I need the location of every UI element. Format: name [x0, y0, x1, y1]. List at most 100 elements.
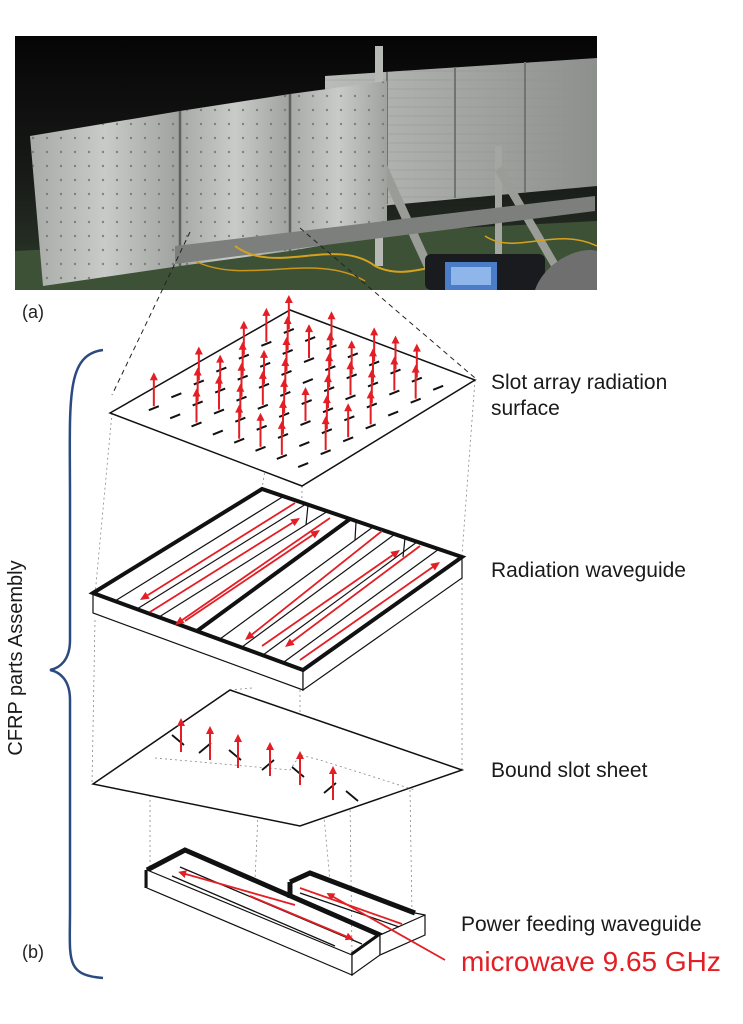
radiation-slots: [148, 328, 444, 468]
bound-slot-arrows: [177, 718, 337, 800]
radiation-waveguide: [88, 486, 467, 692]
slot: [148, 405, 160, 412]
slot: [283, 328, 295, 334]
radiation-arrow: [194, 346, 203, 381]
bound-slot-arrow: [296, 751, 304, 785]
panel-label-b: (b): [22, 942, 44, 962]
slot: [367, 381, 379, 388]
slot: [411, 376, 423, 383]
radiation-arrow: [301, 387, 310, 422]
power-feeding-waveguide-label: Power feeding waveguide: [461, 913, 702, 936]
waveguide-flow-arrow: [184, 530, 320, 622]
slot: [256, 424, 268, 431]
slot: [303, 357, 315, 364]
slot: [255, 445, 266, 452]
zoom-lines: [111, 227, 476, 396]
slot: [321, 428, 333, 435]
slot: [259, 361, 271, 368]
radiation-arrow: [239, 320, 248, 355]
bound-slot-arrow: [329, 766, 337, 800]
radiation-arrow: [347, 340, 356, 375]
radiation-arrow: [327, 311, 336, 346]
slot: [282, 349, 294, 355]
slot: [324, 365, 336, 372]
slot: [345, 394, 356, 401]
radiation-arrow: [391, 335, 400, 370]
slot-array-surface: [108, 294, 477, 487]
slot: [346, 373, 358, 380]
slot: [366, 402, 378, 409]
slot: [300, 420, 311, 426]
radiation-arrow: [149, 372, 158, 407]
slot-array-label: Slot array radiation surface: [491, 371, 668, 420]
waveguide-flow-arrow: [285, 545, 421, 647]
slot: [258, 382, 270, 389]
radiation-waveguide-label: Radiation waveguide: [491, 559, 686, 582]
slot: [388, 389, 400, 396]
slot: [279, 391, 291, 397]
waveguide-flow-arrows: [140, 502, 440, 661]
bound-slot-arrow: [266, 742, 274, 776]
radiation-arrows: [149, 294, 421, 455]
slot: [390, 368, 401, 375]
slot: [281, 370, 292, 376]
slot: [278, 412, 290, 418]
waveguide-flow-arrow: [299, 562, 440, 661]
slot: [277, 432, 289, 439]
bound-slot: [345, 790, 359, 802]
slot: [343, 415, 355, 422]
bound-slot: [291, 766, 305, 778]
slot: [298, 441, 310, 447]
slot: [212, 429, 224, 436]
assembly-brace: [49, 348, 104, 980]
waveguide-flow-arrow: [245, 530, 383, 640]
radiation-arrow: [305, 324, 313, 359]
slot: [257, 403, 269, 410]
slot: [410, 397, 422, 404]
slot: [342, 436, 354, 443]
slot: [192, 400, 204, 407]
waveguide-flow-arrow: [149, 518, 300, 613]
bound-slot-sheet: [91, 689, 465, 827]
assembly-label: CFRP parts Assembly: [5, 560, 27, 756]
slot: [365, 423, 377, 430]
slot: [368, 360, 380, 367]
panel-label-a: (a): [22, 302, 44, 322]
radiation-arrow: [262, 307, 271, 342]
bound-slot-arrow: [206, 726, 214, 760]
slot: [214, 387, 226, 394]
slot: [170, 392, 182, 399]
radiation-arrow: [412, 343, 421, 378]
microwave-frequency-label: microwave 9.65 GHz: [461, 946, 721, 977]
radiation-arrow: [216, 354, 225, 389]
radiation-arrow: [260, 349, 268, 384]
slot: [238, 353, 250, 360]
radiation-arrow: [256, 412, 265, 447]
bound-slot: [261, 759, 275, 771]
slot: [191, 421, 202, 428]
slot: [326, 344, 337, 351]
waveguide-flow-arrow: [140, 502, 296, 600]
slot: [304, 336, 316, 343]
slot: [302, 378, 314, 384]
power-feeding-waveguide: [144, 847, 446, 977]
slot: [276, 453, 288, 460]
bound-slot-sheet-label: Bound slot sheet: [491, 759, 648, 782]
slot: [193, 379, 205, 386]
slot: [233, 437, 245, 444]
slot: [169, 413, 181, 420]
slot: [234, 416, 246, 423]
bound-slot-arrow: [234, 734, 242, 768]
slot: [237, 374, 249, 381]
waveguide-flow-arrow: [261, 550, 400, 647]
slot: [260, 340, 272, 347]
slot: [432, 384, 444, 391]
bound-slot-arrow: [177, 718, 185, 752]
radiation-arrow: [284, 294, 293, 329]
slot: [323, 386, 335, 393]
slot: [322, 407, 334, 414]
slot: [213, 408, 225, 415]
antenna-photo: [15, 36, 597, 290]
slot: [301, 399, 313, 405]
